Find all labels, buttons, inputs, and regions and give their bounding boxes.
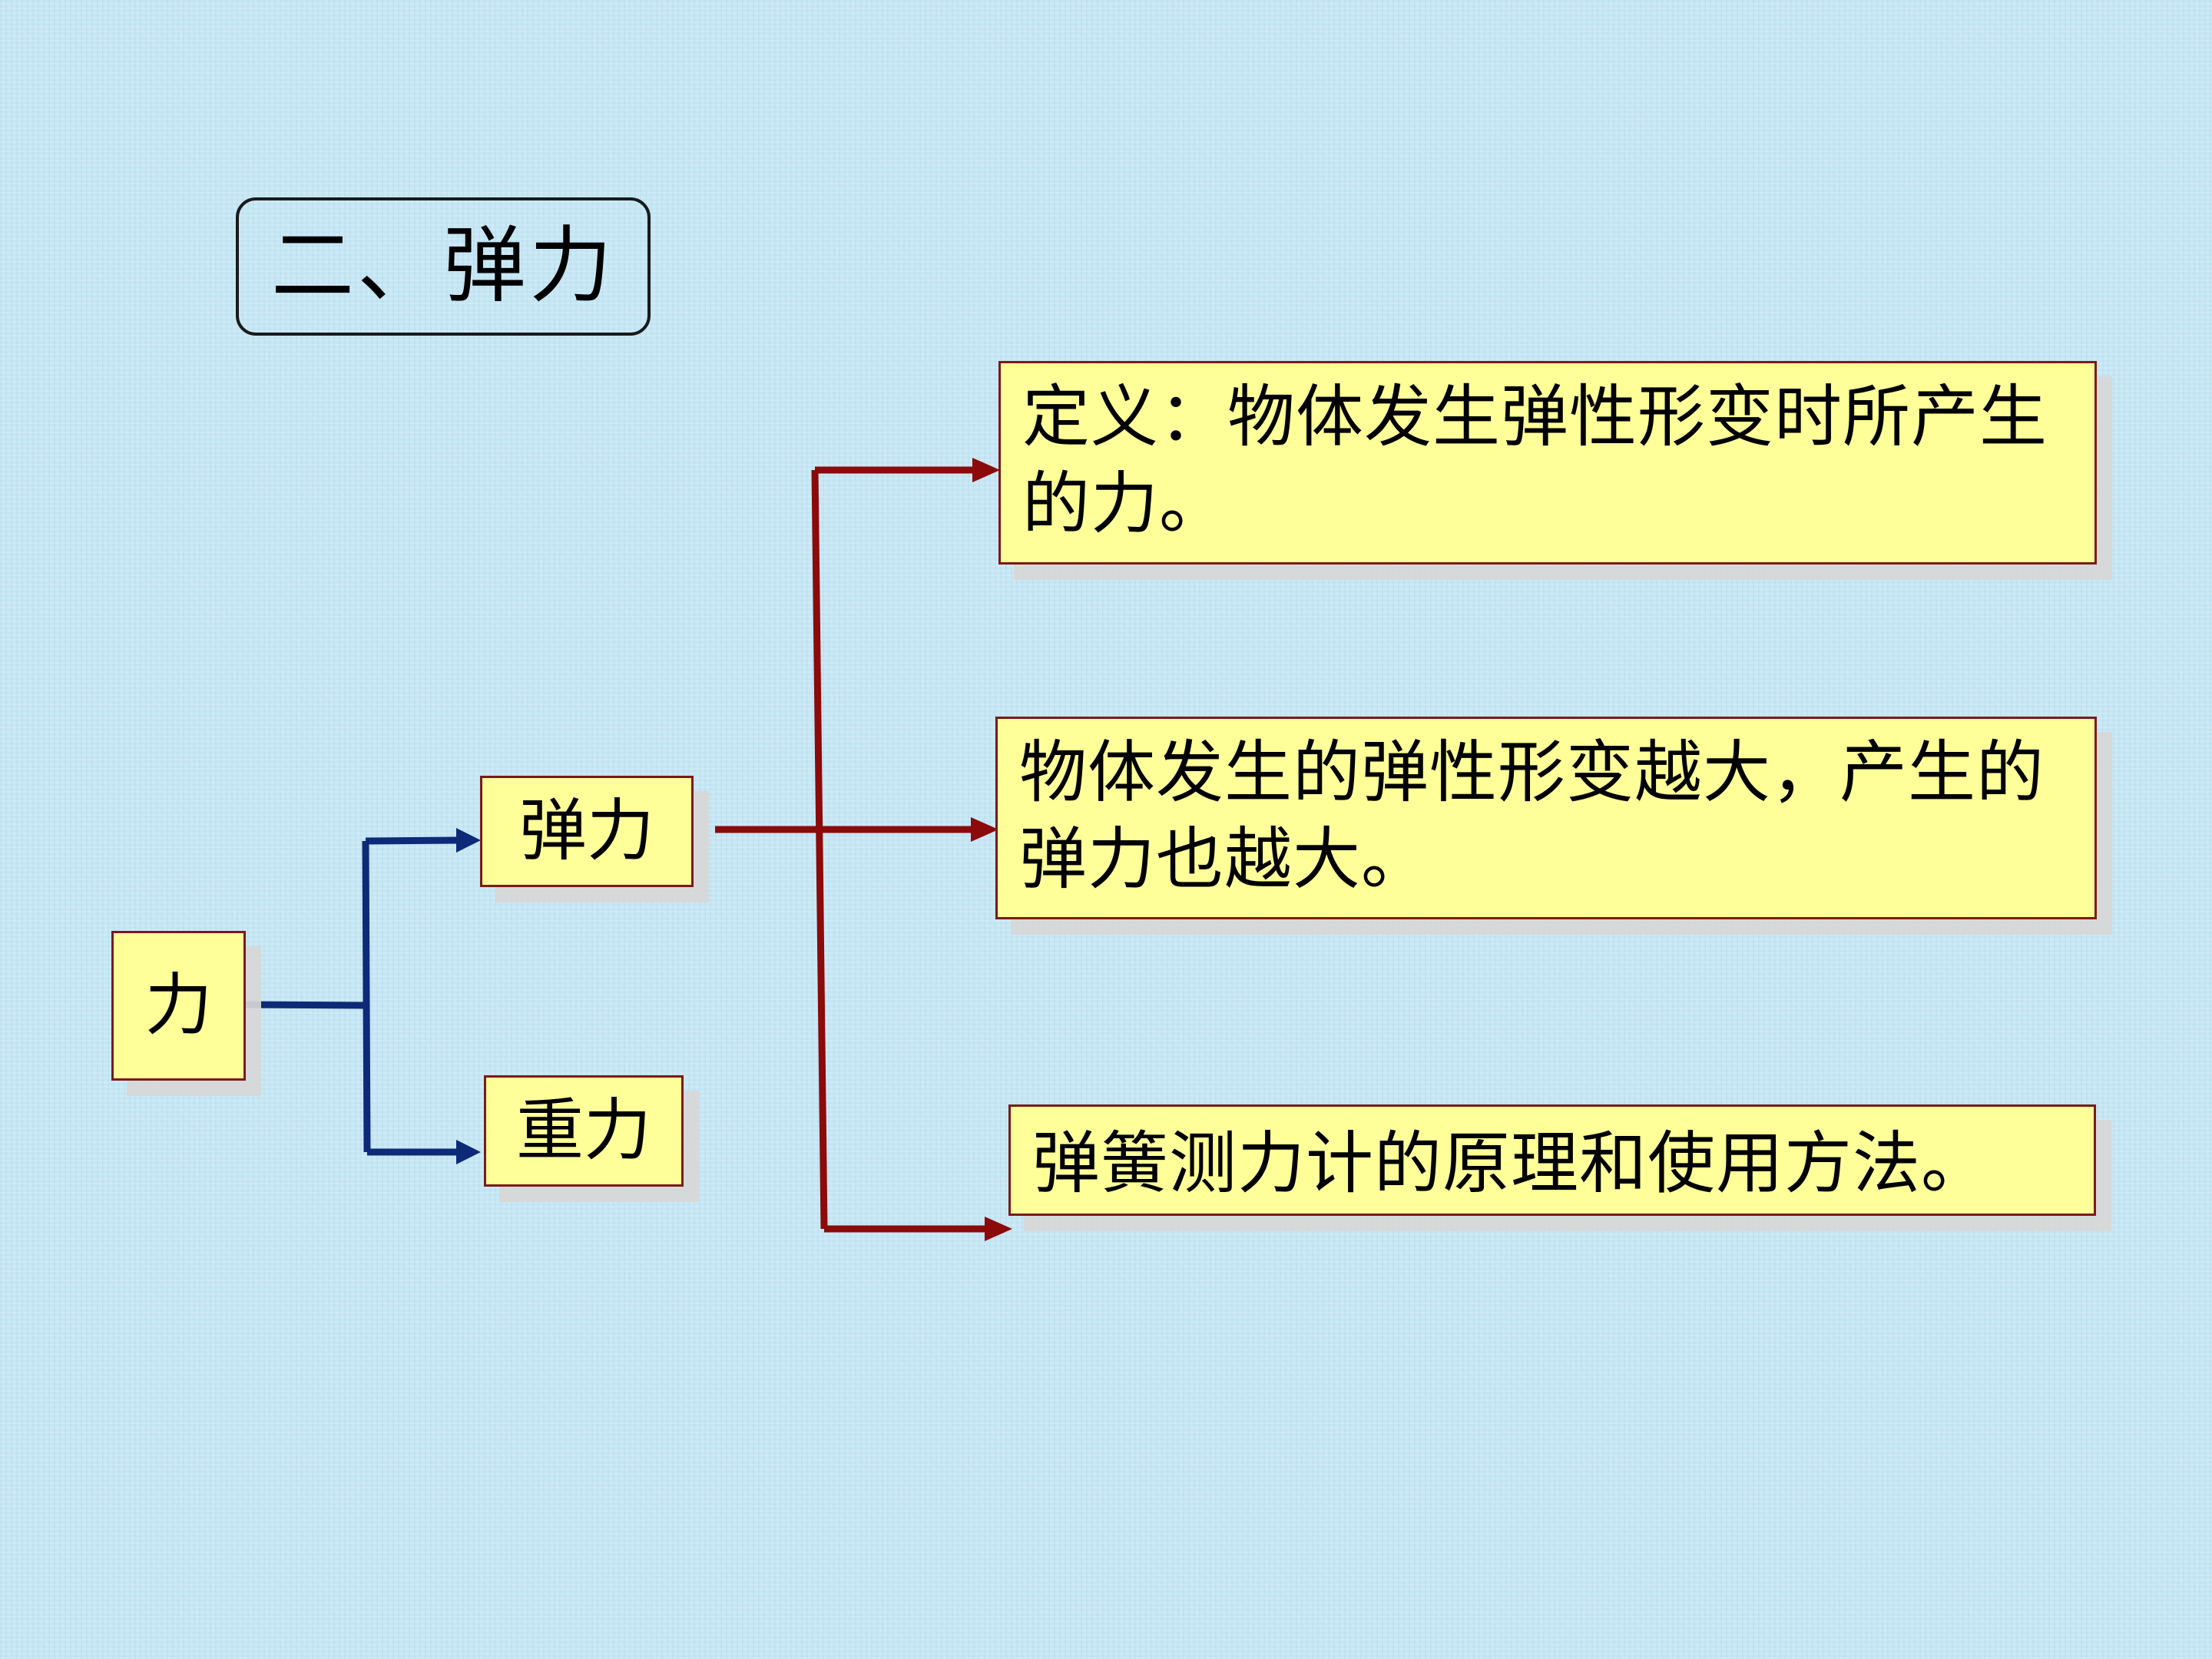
node-tanli-label: 弹力 bbox=[518, 791, 654, 871]
node-zhongli-label: 重力 bbox=[515, 1091, 651, 1171]
red-trunk-connector bbox=[811, 469, 828, 1230]
node-zhongli: 重力 bbox=[484, 1075, 684, 1187]
node-definition: 定义：物体发生弹性形变时所产生的力。 bbox=[998, 361, 2097, 565]
root-node-li: 力 bbox=[111, 931, 246, 1081]
node-property: 物体发生的弹性形变越大，产生的弹力也越大。 bbox=[995, 717, 2097, 919]
root-node-label: 力 bbox=[144, 965, 213, 1045]
blue-trunk-connector bbox=[362, 840, 371, 1153]
node-definition-text: 定义：物体发生弹性形变时所产生的力。 bbox=[1022, 377, 2048, 543]
node-tanli: 弹力 bbox=[480, 776, 694, 887]
to-tanli-connector bbox=[365, 836, 459, 845]
section-title: 二、弹力 bbox=[236, 197, 651, 336]
node-spring-scale-text: 弹簧测力计的原理和使用方法。 bbox=[1032, 1124, 1990, 1203]
section-title-text: 二、弹力 bbox=[270, 218, 615, 314]
arrowhead-to-zhongli bbox=[456, 1140, 481, 1164]
node-spring-scale: 弹簧测力计的原理和使用方法。 bbox=[1008, 1104, 2096, 1216]
red-connector-group bbox=[715, 466, 987, 1233]
node-property-text: 物体发生的弹性形变越大，产生的弹力也越大。 bbox=[1019, 733, 2045, 899]
arrowhead-to-spring-scale bbox=[985, 1217, 1012, 1241]
arrowhead-to-tanli bbox=[456, 828, 481, 853]
arrowhead-to-definition bbox=[972, 458, 1000, 482]
blue-connector-group bbox=[245, 836, 459, 1156]
arrowhead-to-property bbox=[971, 817, 998, 842]
